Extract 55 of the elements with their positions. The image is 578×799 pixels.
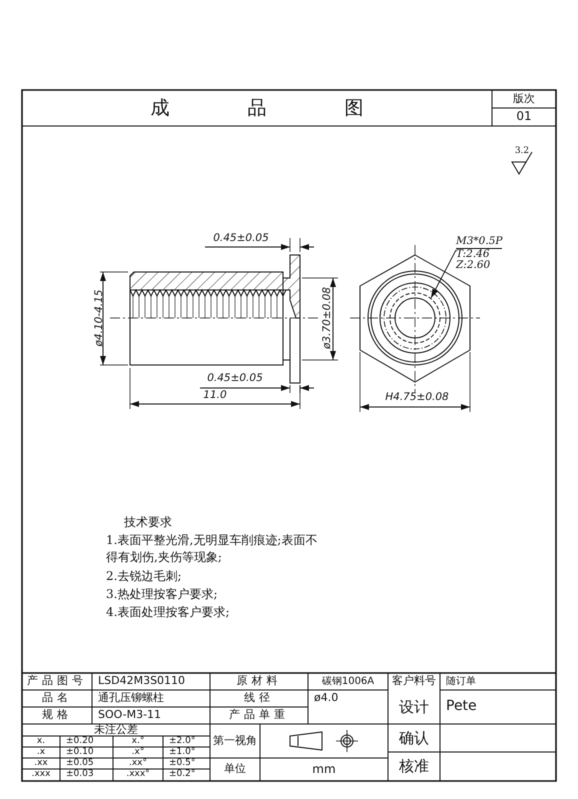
table-label: 核准 [398,756,430,778]
drawing-title: 成品图 [150,96,442,122]
table-value: ±0.10 [65,747,95,758]
header-label: 版次 [512,90,536,107]
table-value: 碳钢1006A [320,674,376,689]
table-value: ±0.20 [65,736,95,747]
table-value: Pete [445,697,478,716]
table-label: 产品图号 [26,673,88,690]
revision-number: 01 [515,108,533,126]
dimension-text: H4.75±0.08 [384,392,450,404]
requirement-text: 3.热处理按客户要求; [106,586,218,602]
dimension-text: ø4.10-4.15 [94,288,106,348]
table-label: .xx [33,758,49,769]
table-label: .xxx° [125,769,151,781]
table-value: SOO-M3-11 [97,707,162,724]
dimension-text: 0.45±0.05 [212,233,270,245]
table-label: 线径 [243,690,275,706]
requirement-text: 1.表面平整光滑,无明显车削痕迹;表面不得有划伤,夹伤等现象; [106,532,318,566]
table-label: 确认 [398,728,430,749]
table-label: 规格 [41,707,73,724]
table-label: 第一视角 [212,732,258,749]
table-label: 客户料号 [391,673,437,690]
table-label: .x° [130,747,146,758]
table-label: x.° [130,736,146,747]
table-label: 未注公差 [93,724,139,736]
table-value: ±0.5° [168,758,196,769]
table-value: 随订单 [445,674,477,689]
roughness-value: 3.2 [514,146,530,158]
thread-circle [390,292,440,344]
table-label: x. [36,736,46,747]
table-label: 产品单重 [228,707,290,724]
table-value: ±1.0° [168,747,196,758]
table-value: ø4.0 [313,690,340,706]
table-label: .x [36,747,46,758]
table-label: 原材料 [236,673,282,690]
table-label: 单位 [223,761,247,778]
table-value: ±0.2° [168,769,196,781]
table-label: 设计 [398,696,430,718]
table-label: 品名 [41,690,73,706]
table-label: .xxx [30,769,52,781]
thread-callout: M3*0.5P T:2.46 Z:2.60 [456,236,502,272]
requirement-text: 2.去锐边毛刺; [106,568,182,584]
requirement-text: 4.表面处理按客户要求; [106,604,230,620]
table-value: ±0.05 [65,758,95,769]
section-heading: 技术要求 [123,515,173,531]
table-label: .xx° [128,758,148,769]
dimension-text: 0.45±0.05 [206,373,264,385]
table-value: ±0.03 [65,769,95,781]
leader-line [430,250,456,298]
table-value: mm [311,760,337,778]
dimension-text: 11.0 [202,390,228,402]
table-value: 通孔压铆螺柱 [97,690,165,706]
table-value: LSD42M3S0110 [97,673,186,690]
dimension-text: ø3.70±0.08 [322,286,334,351]
table-value: ±2.0° [168,736,196,747]
